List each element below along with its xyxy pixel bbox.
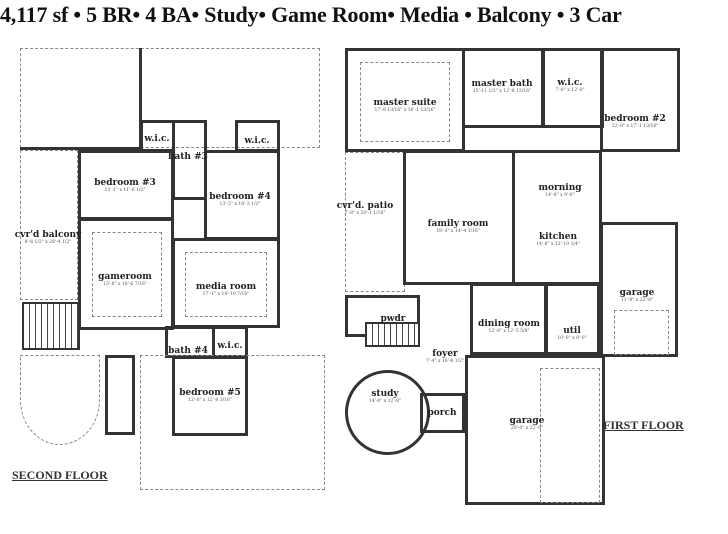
- balcony-curve: [20, 355, 100, 445]
- porch: [420, 393, 465, 433]
- balcony-outline: [20, 150, 78, 300]
- master-tray: [360, 62, 450, 142]
- room-label: porch: [427, 408, 457, 418]
- room-label: w.i.c.: [244, 136, 270, 146]
- room-label: w.i.c.: [144, 134, 170, 144]
- garage-side: [600, 222, 678, 357]
- gameroom-tray: [92, 232, 162, 317]
- second-floor-label: SECOND FLOOR: [12, 468, 108, 482]
- roof-outline: [20, 48, 320, 148]
- room-label: w.i.c.7'-8" x 12'-0": [555, 78, 585, 93]
- garage-front: [465, 355, 605, 505]
- room-label: bath #3: [168, 152, 208, 162]
- room-label: bath #4: [168, 346, 208, 356]
- garage-door-2: [540, 368, 600, 503]
- patio-outline: [345, 152, 405, 292]
- staircase: [22, 302, 80, 350]
- utility-room: [545, 283, 600, 355]
- bedroom-5: [172, 356, 248, 436]
- first-floor-label: FIRST FLOOR: [603, 418, 684, 432]
- stair-landing: [105, 355, 135, 435]
- garage-door: [614, 310, 669, 355]
- listing-title: 4,117 sf • 5 BR• 4 BA• Study• Game Room•…: [0, 2, 622, 27]
- lower-roof-outline: [140, 355, 325, 490]
- bedroom-2: [600, 48, 680, 152]
- staircase: [365, 322, 420, 347]
- morning-kitchen: [512, 150, 602, 285]
- room-label: w.i.c.: [217, 341, 243, 351]
- study-turret: [345, 370, 430, 455]
- media-tray: [185, 252, 267, 317]
- attic-wall: [20, 48, 142, 150]
- room-label: pwdr: [380, 314, 406, 324]
